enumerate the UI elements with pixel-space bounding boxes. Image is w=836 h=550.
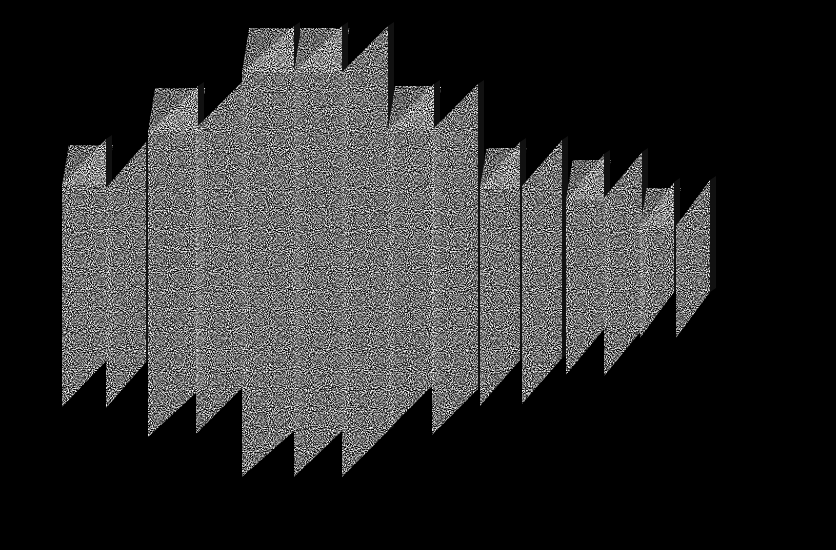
- layer-slab: [388, 84, 434, 430]
- layer-slab: [604, 152, 642, 376]
- layer-slab: [566, 154, 604, 375]
- layer-slab: [106, 142, 146, 408]
- layer-slab: [242, 26, 294, 477]
- layer-slab: [522, 140, 562, 404]
- layer-slab: [432, 84, 478, 435]
- layer-slab: [480, 142, 520, 406]
- layer-slab: [62, 139, 106, 407]
- layer-side-edge: [710, 176, 716, 292]
- layer-group: [62, 22, 716, 477]
- layer-slab: [342, 26, 388, 477]
- layer-slab: [148, 86, 198, 437]
- layer-slab: [640, 182, 674, 338]
- layer-slab: [294, 26, 342, 477]
- layer-slab: [676, 180, 710, 338]
- layer-slab: [196, 82, 242, 434]
